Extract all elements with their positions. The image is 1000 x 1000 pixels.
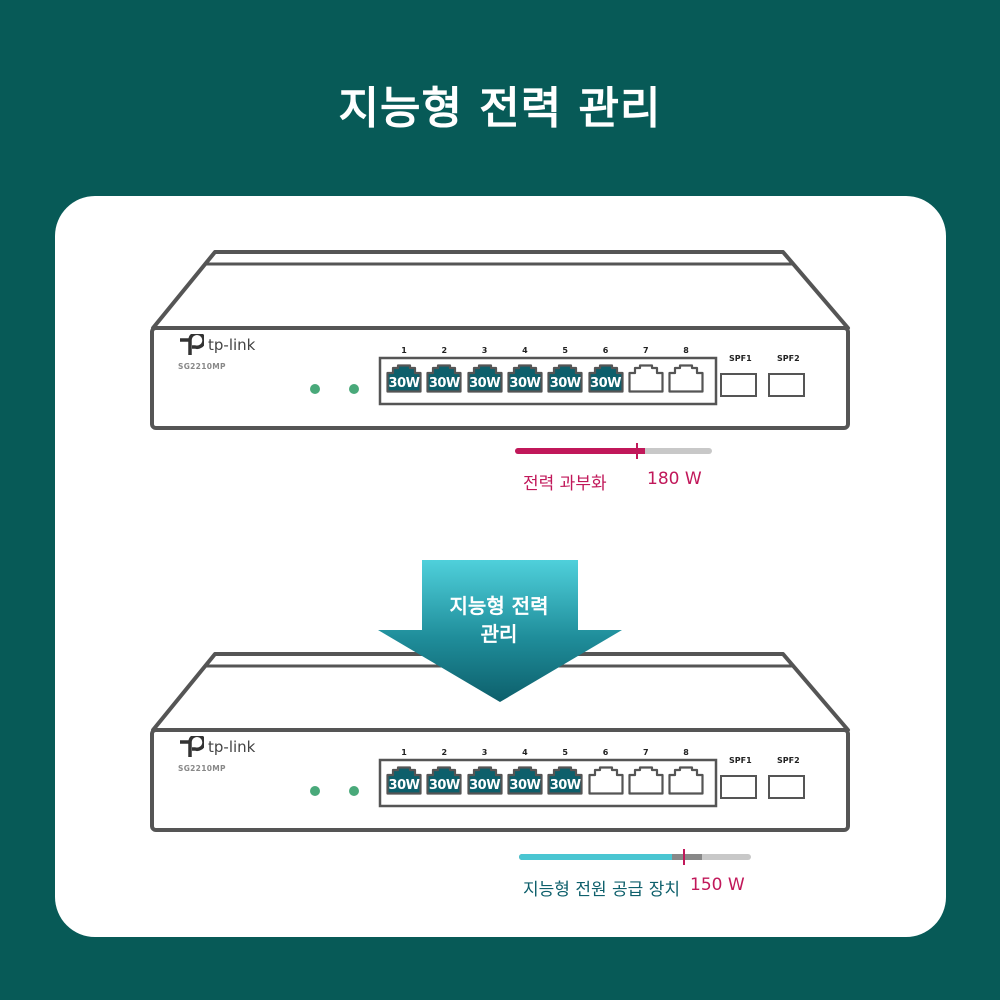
sfp1-label: SPF1 — [729, 354, 752, 363]
sfp1-label: SPF1 — [729, 756, 752, 765]
port-power-label: 30W — [509, 778, 541, 793]
port-power-label: 30W — [509, 376, 541, 391]
overload-label: 전력 과부화 — [523, 474, 607, 494]
sfp2-label: SPF2 — [777, 354, 800, 363]
ethernet-port-4: 30W — [507, 766, 543, 795]
port-number: 8 — [683, 346, 689, 355]
ethernet-port-7 — [628, 766, 664, 795]
power-bar-fill — [515, 448, 646, 454]
power-bar-overload — [515, 443, 712, 459]
ethernet-port-2: 30W — [426, 766, 462, 795]
port-power-label: 30W — [428, 778, 460, 793]
arrow-caption-line2: 관리 — [480, 622, 518, 646]
port-number: 2 — [441, 748, 448, 757]
tp-link-logo-icon — [180, 736, 204, 757]
ethernet-port-8 — [668, 364, 704, 393]
power-budget-marker — [682, 849, 685, 865]
sfp-port-1 — [720, 775, 757, 799]
model-label: SG2210MP — [178, 362, 226, 371]
ethernet-port-3: 30W — [466, 766, 503, 795]
port-power-label: 30W — [469, 778, 501, 793]
ethernet-port-5: 30W — [547, 766, 583, 795]
smart-power-value: 150 W — [690, 875, 745, 895]
port-number: 3 — [481, 346, 488, 355]
switch-chassis — [150, 250, 850, 430]
power-bar-smart — [519, 849, 751, 865]
port-power-label: 30W — [469, 376, 501, 391]
power-budget-marker — [636, 443, 639, 459]
page-title: 지능형 전력 관리 — [338, 83, 662, 134]
ethernet-port-6 — [587, 766, 624, 795]
port-power-label: 30W — [549, 376, 581, 391]
ethernet-port-1: 30W — [386, 364, 422, 393]
brand-logo: tp-link — [178, 736, 255, 758]
port-number: 8 — [683, 748, 689, 757]
brand-logo: tp-link — [178, 334, 255, 356]
status-led — [349, 384, 359, 394]
port-number: 4 — [522, 346, 528, 355]
port-number: 6 — [602, 748, 609, 757]
sfp-port-2 — [768, 373, 805, 397]
ethernet-port-7 — [628, 364, 664, 393]
overload-power-value: 180 W — [647, 469, 702, 489]
sfp2-label: SPF2 — [777, 756, 800, 765]
ethernet-port-8 — [668, 766, 704, 795]
port-number: 7 — [643, 346, 649, 355]
port-power-label: 30W — [590, 376, 621, 391]
ethernet-port-5: 30W — [547, 364, 583, 393]
port-power-label: 30W — [388, 778, 420, 793]
port-number: 1 — [401, 748, 407, 757]
port-number: 6 — [602, 346, 609, 355]
ethernet-port-4: 30W — [507, 364, 543, 393]
port-number: 5 — [562, 748, 568, 757]
power-bar-fill — [519, 854, 673, 860]
model-label: SG2210MP — [178, 764, 226, 773]
ethernet-port-2: 30W — [426, 364, 462, 393]
status-led — [310, 384, 320, 394]
ethernet-port-1: 30W — [386, 766, 422, 795]
arrow-caption-line1: 지능형 전력 — [449, 594, 549, 618]
port-power-label: 30W — [549, 778, 581, 793]
port-number: 4 — [522, 748, 528, 757]
arrow-caption: 지능형 전력 관리 — [376, 592, 622, 648]
port-number: 5 — [562, 346, 568, 355]
tp-link-logo-icon — [180, 334, 204, 355]
brand-name: tp-link — [208, 738, 256, 756]
port-number: 3 — [481, 748, 488, 757]
brand-name: tp-link — [208, 336, 256, 354]
ethernet-port-3: 30W — [466, 364, 503, 393]
port-number: 1 — [401, 346, 407, 355]
sfp-port-1 — [720, 373, 757, 397]
smart-supply-label: 지능형 전원 공급 장치 — [523, 880, 680, 900]
port-power-label: 30W — [428, 376, 460, 391]
port-number: 2 — [441, 346, 448, 355]
down-arrow-icon — [378, 560, 622, 702]
ethernet-port-6: 30W — [587, 364, 624, 393]
switch-before: tp-link SG2210MP 1 30W 2 30W 3 30W 4 30W 5 30W 6 30… — [0, 248, 1000, 438]
port-number: 7 — [643, 748, 649, 757]
port-power-label: 30W — [388, 376, 420, 391]
smart-power-arrow: 지능형 전력 관리 — [376, 560, 622, 702]
status-led — [310, 786, 320, 796]
sfp-port-2 — [768, 775, 805, 799]
status-led — [349, 786, 359, 796]
